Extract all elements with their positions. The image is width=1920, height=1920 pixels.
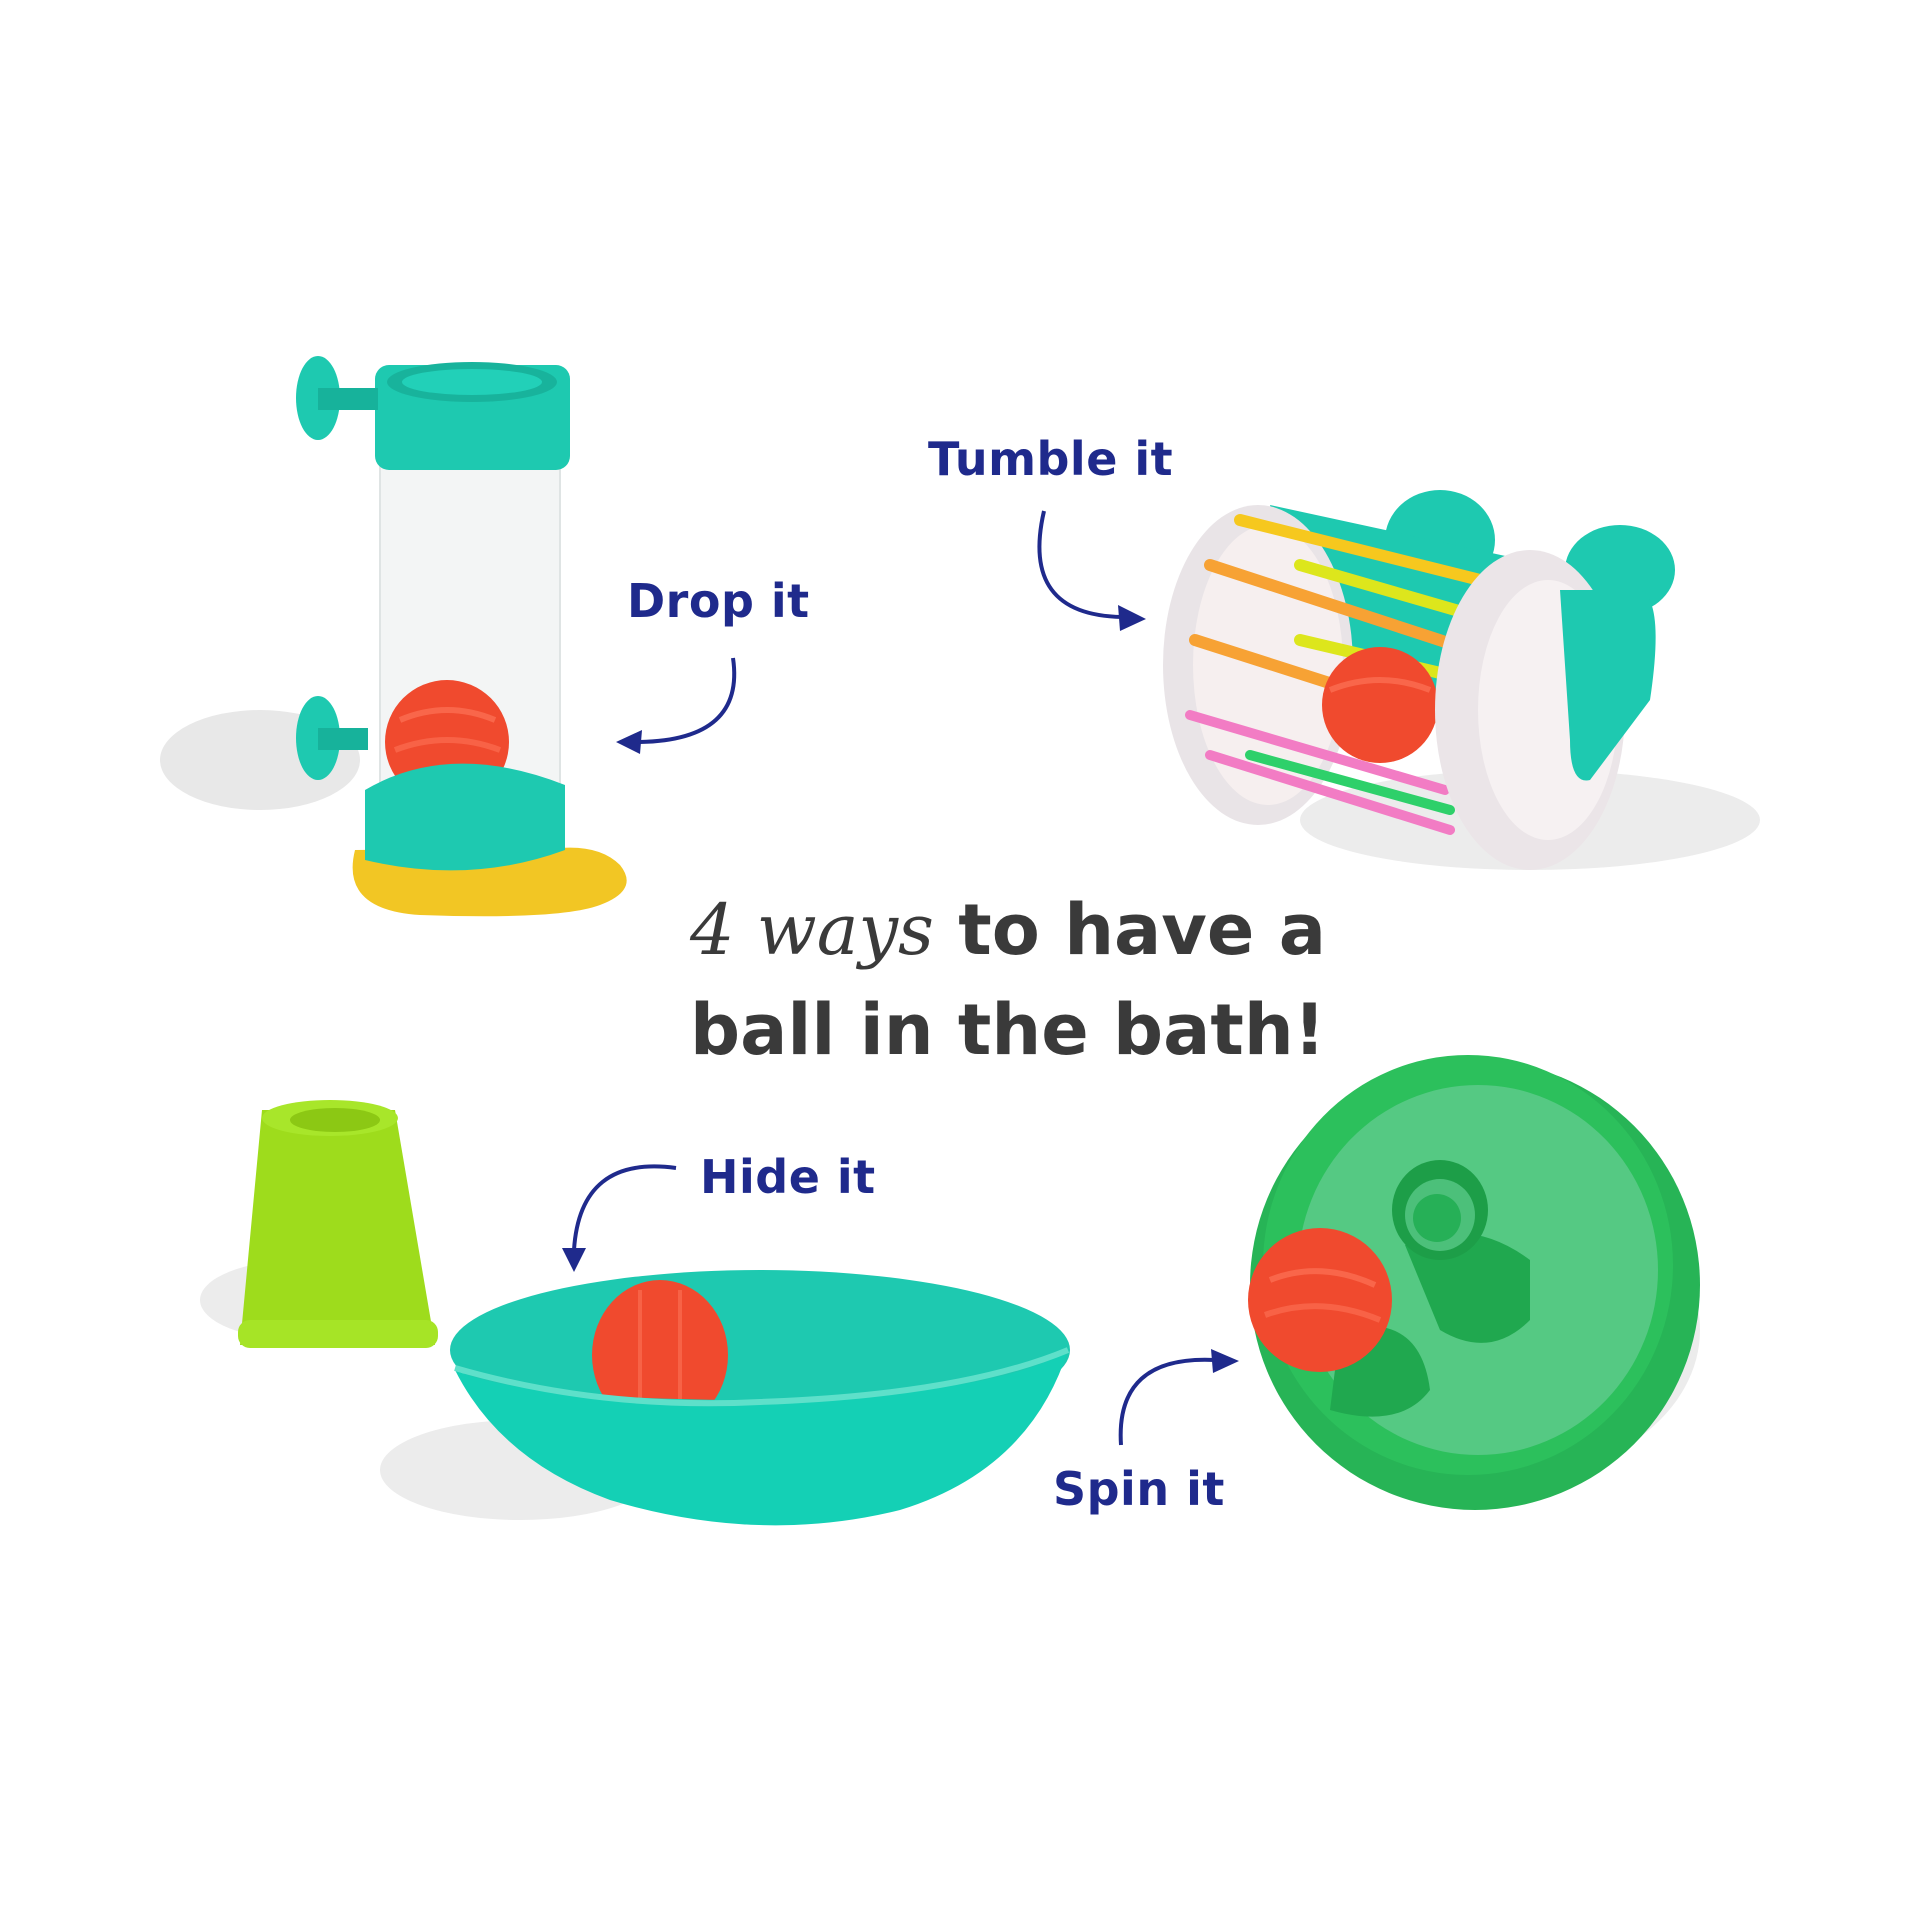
drop-it-arrow-icon	[616, 657, 737, 754]
hide-it-label: Hide it	[700, 1150, 876, 1204]
spinner-dish-toy-image	[1248, 1055, 1700, 1510]
drop-tube-toy-image	[160, 356, 627, 917]
cup-and-bowl-toy-image	[200, 1100, 1070, 1526]
headline-italic: 4 ways	[690, 889, 934, 971]
drop-it-label: Drop it	[627, 574, 810, 628]
tumble-it-arrow-icon	[1037, 510, 1146, 631]
headline-line-1-rest: to have a	[933, 889, 1326, 971]
headline-line-2: ball in the bath!	[690, 989, 1326, 1071]
tumble-it-label: Tumble it	[928, 432, 1174, 486]
tumble-roller-toy-image	[1163, 490, 1760, 870]
headline: 4 ways to have a ball in the bath!	[690, 880, 1350, 1080]
spin-it-arrow-icon	[1118, 1349, 1239, 1446]
hide-it-arrow-icon	[562, 1164, 677, 1272]
spin-it-label: Spin it	[1053, 1462, 1225, 1516]
headline-line-1: 4 ways to have a	[690, 880, 1350, 980]
